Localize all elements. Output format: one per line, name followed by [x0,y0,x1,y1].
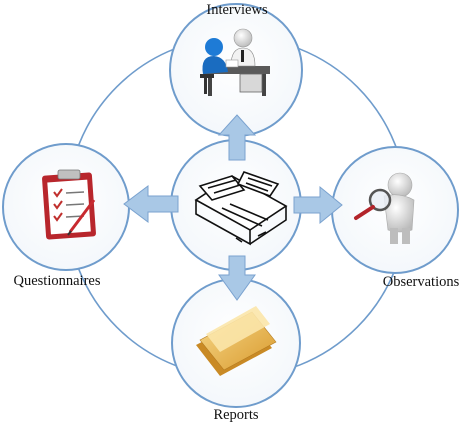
toolbox-icon [194,171,288,246]
magnifying-glass-person-icon [354,172,415,244]
folder-documents-icon [196,306,277,376]
arrow-right [293,185,343,225]
arrow-up [217,114,257,161]
arrow-left [123,185,179,223]
node-questionnaires [2,143,130,271]
node-observations [331,146,459,274]
clipboard-checklist-icon [42,169,96,240]
arrow-down [218,255,256,301]
label-reports: Reports [213,407,258,423]
label-interviews: Interviews [206,2,268,18]
node-interviews [169,3,303,137]
label-questionnaires: Questionnaires [14,273,101,289]
label-observations: Observations [383,274,460,290]
interview-desk-icon [200,28,270,96]
node-reports [171,278,301,408]
